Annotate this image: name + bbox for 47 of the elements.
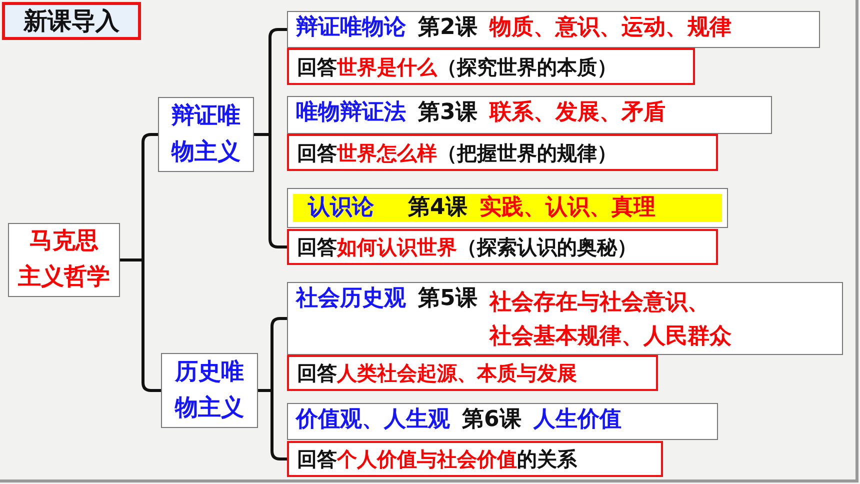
question-note: （探索认识的奥秘） [457,235,637,259]
bracket-line [258,389,287,460]
lesson-box [287,96,772,134]
answer-box [287,134,718,171]
topic-box [8,223,120,297]
answer-box [287,441,663,477]
view-name: 辩证唯物论 [296,15,406,42]
key-concepts: 联系、发展、矛盾 [489,100,666,126]
question-phrase: 如何认识世界 [337,235,457,259]
answer-prefix: 回答 [297,54,337,78]
topic-text: 马克思主义哲学 [18,227,110,292]
lesson-number: 第6课 [462,407,522,434]
lesson-number: 第5课 [418,286,478,312]
key-concepts: 物质、意识、运动、规律 [489,15,732,42]
key-concepts: 实践、认识、真理 [479,194,656,222]
topic-box [161,353,258,428]
lesson-number: 第4课 [408,194,468,222]
lesson-box [287,188,728,228]
question-phrase: 个人价值与社会价值 [337,447,517,471]
key-concepts: 人生价值 [533,407,622,434]
view-name: 价值观、人生观 [296,407,450,434]
question-phrase: 世界是什么 [337,54,437,78]
view-name: 社会历史观 [296,286,406,312]
lesson-box [287,403,718,440]
answer-prefix: 回答 [297,235,337,259]
title-box: 新课导入 [2,2,141,40]
view-name: 认识论 [308,194,374,222]
answer-box [287,355,658,391]
topic-text: 辩证唯物主义 [172,102,240,166]
topic-box [158,97,254,172]
question-note: 的关系 [517,447,577,471]
lesson-number: 第3课 [418,100,478,126]
question-phrase: 人类社会起源、本质与发展 [337,361,577,385]
view-name: 唯物辩证法 [296,100,406,126]
lesson-box [287,282,843,355]
topic-text: 历史唯物主义 [175,358,244,422]
answer-box [287,48,695,85]
lesson-number: 第2课 [418,15,478,42]
key-concepts: 社会存在与社会意识、社会基本规律、人民群众 [489,289,732,352]
question-phrase: 世界怎么样 [337,140,437,164]
answer-prefix: 回答 [297,140,337,164]
answer-prefix: 回答 [297,361,337,385]
lesson-box [287,11,820,48]
answer-prefix: 回答 [297,447,337,471]
question-note: （探究世界的本质） [437,54,617,78]
answer-box [287,229,718,265]
question-note: （把握世界的规律） [437,140,617,164]
